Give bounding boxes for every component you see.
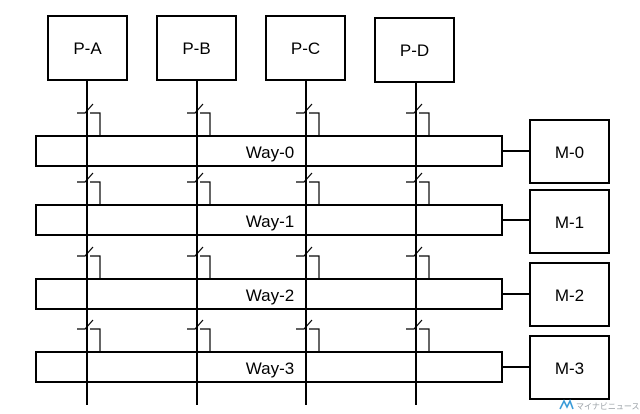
switch-way2-d [406,246,430,279]
crossbar-switches [77,103,430,352]
way-labels: Way-0 Way-1 Way-2 Way-3 [246,143,295,378]
switch-way0-c [296,103,320,136]
processor-box-a [47,15,128,81]
switch-way3-c [296,319,320,352]
switch-way2-b [187,246,211,279]
memory-box-2 [529,262,610,327]
switch-way0-a [77,103,101,136]
memory-label-2: M-2 [555,286,584,305]
way-bus-0 [35,135,503,167]
switch-way3-b [187,319,211,352]
watermark: マイナビニュース [559,399,639,411]
processor-box-c [265,15,346,81]
switch-way1-c [296,172,320,205]
memories: M-0 M-1 M-2 M-3 [529,119,610,400]
way-label-2: Way-2 [246,286,295,305]
memory-label-3: M-3 [555,359,584,378]
switch-way3-d [406,319,430,352]
watermark-text: マイナビニュース [576,402,639,411]
memory-box-1 [529,189,610,254]
ways [35,135,503,383]
way-bus-1 [35,204,503,236]
way-bus-3 [35,351,503,383]
switch-way0-b [187,103,211,136]
processor-box-d [374,17,455,83]
switch-way2-a [77,246,101,279]
memory-label-1: M-1 [555,213,584,232]
processor-label-c: P-C [291,39,320,58]
memory-box-0 [529,119,610,184]
way-label-0: Way-0 [246,143,295,162]
processor-label-b: P-B [182,39,210,58]
switch-way1-b [187,172,211,205]
way-label-1: Way-1 [246,212,295,231]
switch-way2-c [296,246,320,279]
processor-line-overlays [86,136,417,405]
memory-connectors [502,150,530,368]
memory-box-3 [529,335,610,400]
watermark-logo-icon [559,399,574,410]
way-bus-2 [35,278,503,310]
switch-way3-a [77,319,101,352]
switch-way1-a [77,172,101,205]
processor-label-a: P-A [73,39,102,58]
processor-box-b [156,15,237,81]
way-label-3: Way-3 [246,359,295,378]
processor-label-d: P-D [400,41,429,60]
memory-label-0: M-0 [555,143,584,162]
switch-way1-d [406,172,430,205]
switch-way0-d [406,103,430,136]
processors: P-A P-B P-C P-D [47,15,455,83]
